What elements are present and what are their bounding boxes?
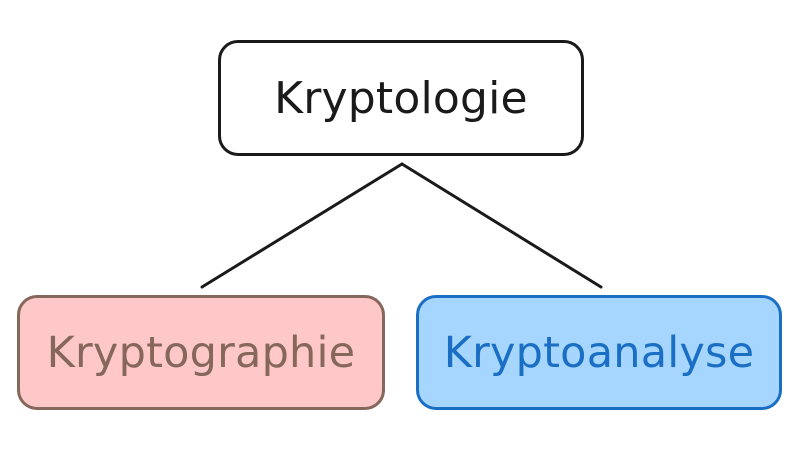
- node-kryptologie-label: Kryptologie: [274, 72, 528, 124]
- node-kryptoanalyse: Kryptoanalyse: [416, 295, 782, 410]
- node-kryptoanalyse-label: Kryptoanalyse: [443, 327, 755, 378]
- connector-root-to-kryptographie: [200, 162, 404, 289]
- node-kryptographie-label: Kryptographie: [46, 327, 356, 378]
- connector-root-to-kryptoanalyse: [400, 162, 603, 289]
- node-kryptologie: Kryptologie: [218, 40, 584, 156]
- node-kryptographie: Kryptographie: [17, 295, 385, 410]
